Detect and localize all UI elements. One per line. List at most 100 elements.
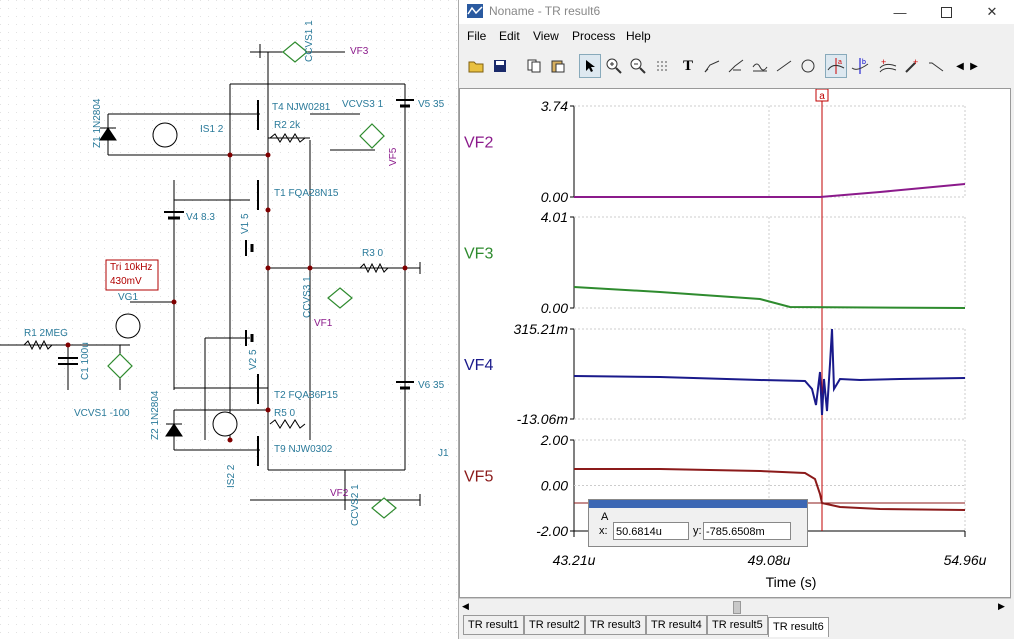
y-min-label-vf4: -13.06m xyxy=(517,411,569,427)
title-bar[interactable]: Noname - TR result6 — ✕ xyxy=(459,0,1014,24)
window-title: Noname - TR result6 xyxy=(489,4,601,18)
ramp-button[interactable] xyxy=(925,54,947,78)
svg-text:+: + xyxy=(881,58,886,67)
add-curve-button[interactable]: + xyxy=(877,54,899,78)
curve-tool-button[interactable] xyxy=(701,54,723,78)
label-vf2: VF2 xyxy=(330,488,349,499)
waveform-plots: 3.740.00VF24.010.00VF3315.21m-13.06mVF42… xyxy=(464,88,987,590)
label-ccvs3: CCVS3 1 xyxy=(302,276,313,318)
circle-tool-button[interactable] xyxy=(797,54,819,78)
maximize-icon xyxy=(940,6,952,18)
cursor-readout-box[interactable]: A x: 50.6814u y: -785.6508m xyxy=(588,499,808,547)
tab-tr-result6[interactable]: TR result6 xyxy=(768,617,829,637)
menu-process[interactable]: Process xyxy=(572,29,616,43)
y-max-label-vf4: 315.21m xyxy=(514,321,569,337)
scrollbar-thumb[interactable] xyxy=(733,601,741,614)
y-min-label-vf2: 0.00 xyxy=(541,189,568,205)
label-c1: C1 100u xyxy=(80,342,91,380)
y-min-label-vf3: 0.00 xyxy=(541,300,568,316)
text-tool-button[interactable]: T xyxy=(677,54,699,78)
cursor-a-icon: a xyxy=(827,58,845,74)
label-v6: V6 35 xyxy=(418,380,445,391)
line-tool-button[interactable] xyxy=(773,54,795,78)
folder-icon xyxy=(468,61,484,73)
cursor-a-button[interactable]: a xyxy=(825,54,847,78)
zoom-out-button[interactable] xyxy=(627,54,649,78)
zoom-in-button[interactable] xyxy=(603,54,625,78)
label-vf5: VF5 xyxy=(388,147,399,166)
toolbar-scroll-right[interactable]: ▶ xyxy=(967,54,981,78)
trace-vf4 xyxy=(573,328,966,416)
x-tick-label: 43.21u xyxy=(553,552,596,568)
zoom-in-icon xyxy=(606,58,622,74)
horizontal-scrollbar[interactable]: ◀ ▶ xyxy=(459,598,1011,615)
y-min-label-vf5: -2.00 xyxy=(536,523,568,539)
marker-icon: + xyxy=(905,58,918,73)
x-tick-label: 49.08u xyxy=(748,552,791,568)
y-max-label-vf2: 3.74 xyxy=(541,98,568,114)
label-j1: J1 xyxy=(438,448,449,459)
label-vf3: VF3 xyxy=(350,46,369,57)
svg-text:a: a xyxy=(838,59,842,66)
toolbar-scroll-left[interactable]: ◀ xyxy=(953,54,967,78)
signal-name-vf5: VF5 xyxy=(464,469,493,486)
tab-tr-result1[interactable]: TR result1 xyxy=(463,615,524,635)
paste-icon xyxy=(551,60,565,73)
menu-help[interactable]: Help xyxy=(626,29,651,43)
open-button[interactable] xyxy=(465,54,487,78)
ramp-icon xyxy=(929,62,944,72)
copy-button[interactable] xyxy=(523,54,545,78)
select-tool-button[interactable] xyxy=(579,54,601,78)
maximize-button[interactable] xyxy=(923,0,969,24)
marker-button[interactable]: + xyxy=(901,54,923,78)
label-v5: V5 35 xyxy=(418,99,445,110)
label-t9: T9 NJW0302 xyxy=(274,444,333,455)
scroll-right-icon[interactable]: ▶ xyxy=(998,601,1005,611)
label-vcvs1: VCVS1 -100 xyxy=(74,408,130,419)
save-button[interactable] xyxy=(489,54,511,78)
tab-tr-result2[interactable]: TR result2 xyxy=(524,615,585,635)
scroll-left-icon[interactable]: ◀ xyxy=(462,601,469,611)
text-icon: T xyxy=(682,57,693,74)
add-curves-icon: + xyxy=(879,58,897,73)
cursor-box-title: A xyxy=(601,511,609,523)
chevron-left-icon: ◀ xyxy=(956,60,964,72)
label-tri2: 430mV xyxy=(110,276,142,287)
cursor-b-button[interactable]: b xyxy=(849,54,871,78)
curve-arrow-icon xyxy=(704,60,720,73)
paste-button[interactable] xyxy=(547,54,569,78)
label-t1: T1 FQA28N15 xyxy=(274,188,339,199)
curve-label-icon xyxy=(728,59,744,73)
curve-label-button[interactable] xyxy=(725,54,747,78)
cursor-b-icon: b xyxy=(851,58,869,74)
signal-name-vf2: VF2 xyxy=(464,135,493,152)
chevron-right-icon: ▶ xyxy=(970,60,978,72)
label-tri1: Tri 10kHz xyxy=(110,262,153,273)
schematic-canvas[interactable]: CCVS1 1 VF3 T4 NJW0281 VCVS3 1 V5 35 Z1 … xyxy=(0,0,458,639)
grid-button[interactable] xyxy=(651,54,673,78)
menu-file[interactable]: File xyxy=(467,29,487,43)
waveform-icon xyxy=(752,63,768,72)
cursor-a-label: a xyxy=(819,91,825,102)
minimize-button[interactable]: — xyxy=(877,0,923,24)
x-axis-title: Time (s) xyxy=(766,574,817,590)
signal-name-vf4: VF4 xyxy=(464,357,493,374)
tab-tr-result3[interactable]: TR result3 xyxy=(585,615,646,635)
waveform-button[interactable] xyxy=(749,54,771,78)
tab-tr-result5[interactable]: TR result5 xyxy=(707,615,768,635)
label-v4: V4 8.3 xyxy=(186,212,215,223)
close-button[interactable]: ✕ xyxy=(969,0,1014,24)
label-vcvs3: VCVS3 1 xyxy=(342,99,384,110)
cursor-x-value[interactable]: 50.6814u xyxy=(613,522,689,540)
zoom-out-icon xyxy=(630,58,646,74)
label-r1: R1 2MEG xyxy=(24,328,68,339)
tab-tr-result4[interactable]: TR result4 xyxy=(646,615,707,635)
app-icon xyxy=(467,4,483,18)
menu-edit[interactable]: Edit xyxy=(499,29,520,43)
x-tick-label: 54.96u xyxy=(944,552,987,568)
label-r5: R5 0 xyxy=(274,408,296,419)
cursor-box-header[interactable] xyxy=(589,500,807,508)
menu-view[interactable]: View xyxy=(533,29,559,43)
cursor-y-value[interactable]: -785.6508m xyxy=(703,522,791,540)
